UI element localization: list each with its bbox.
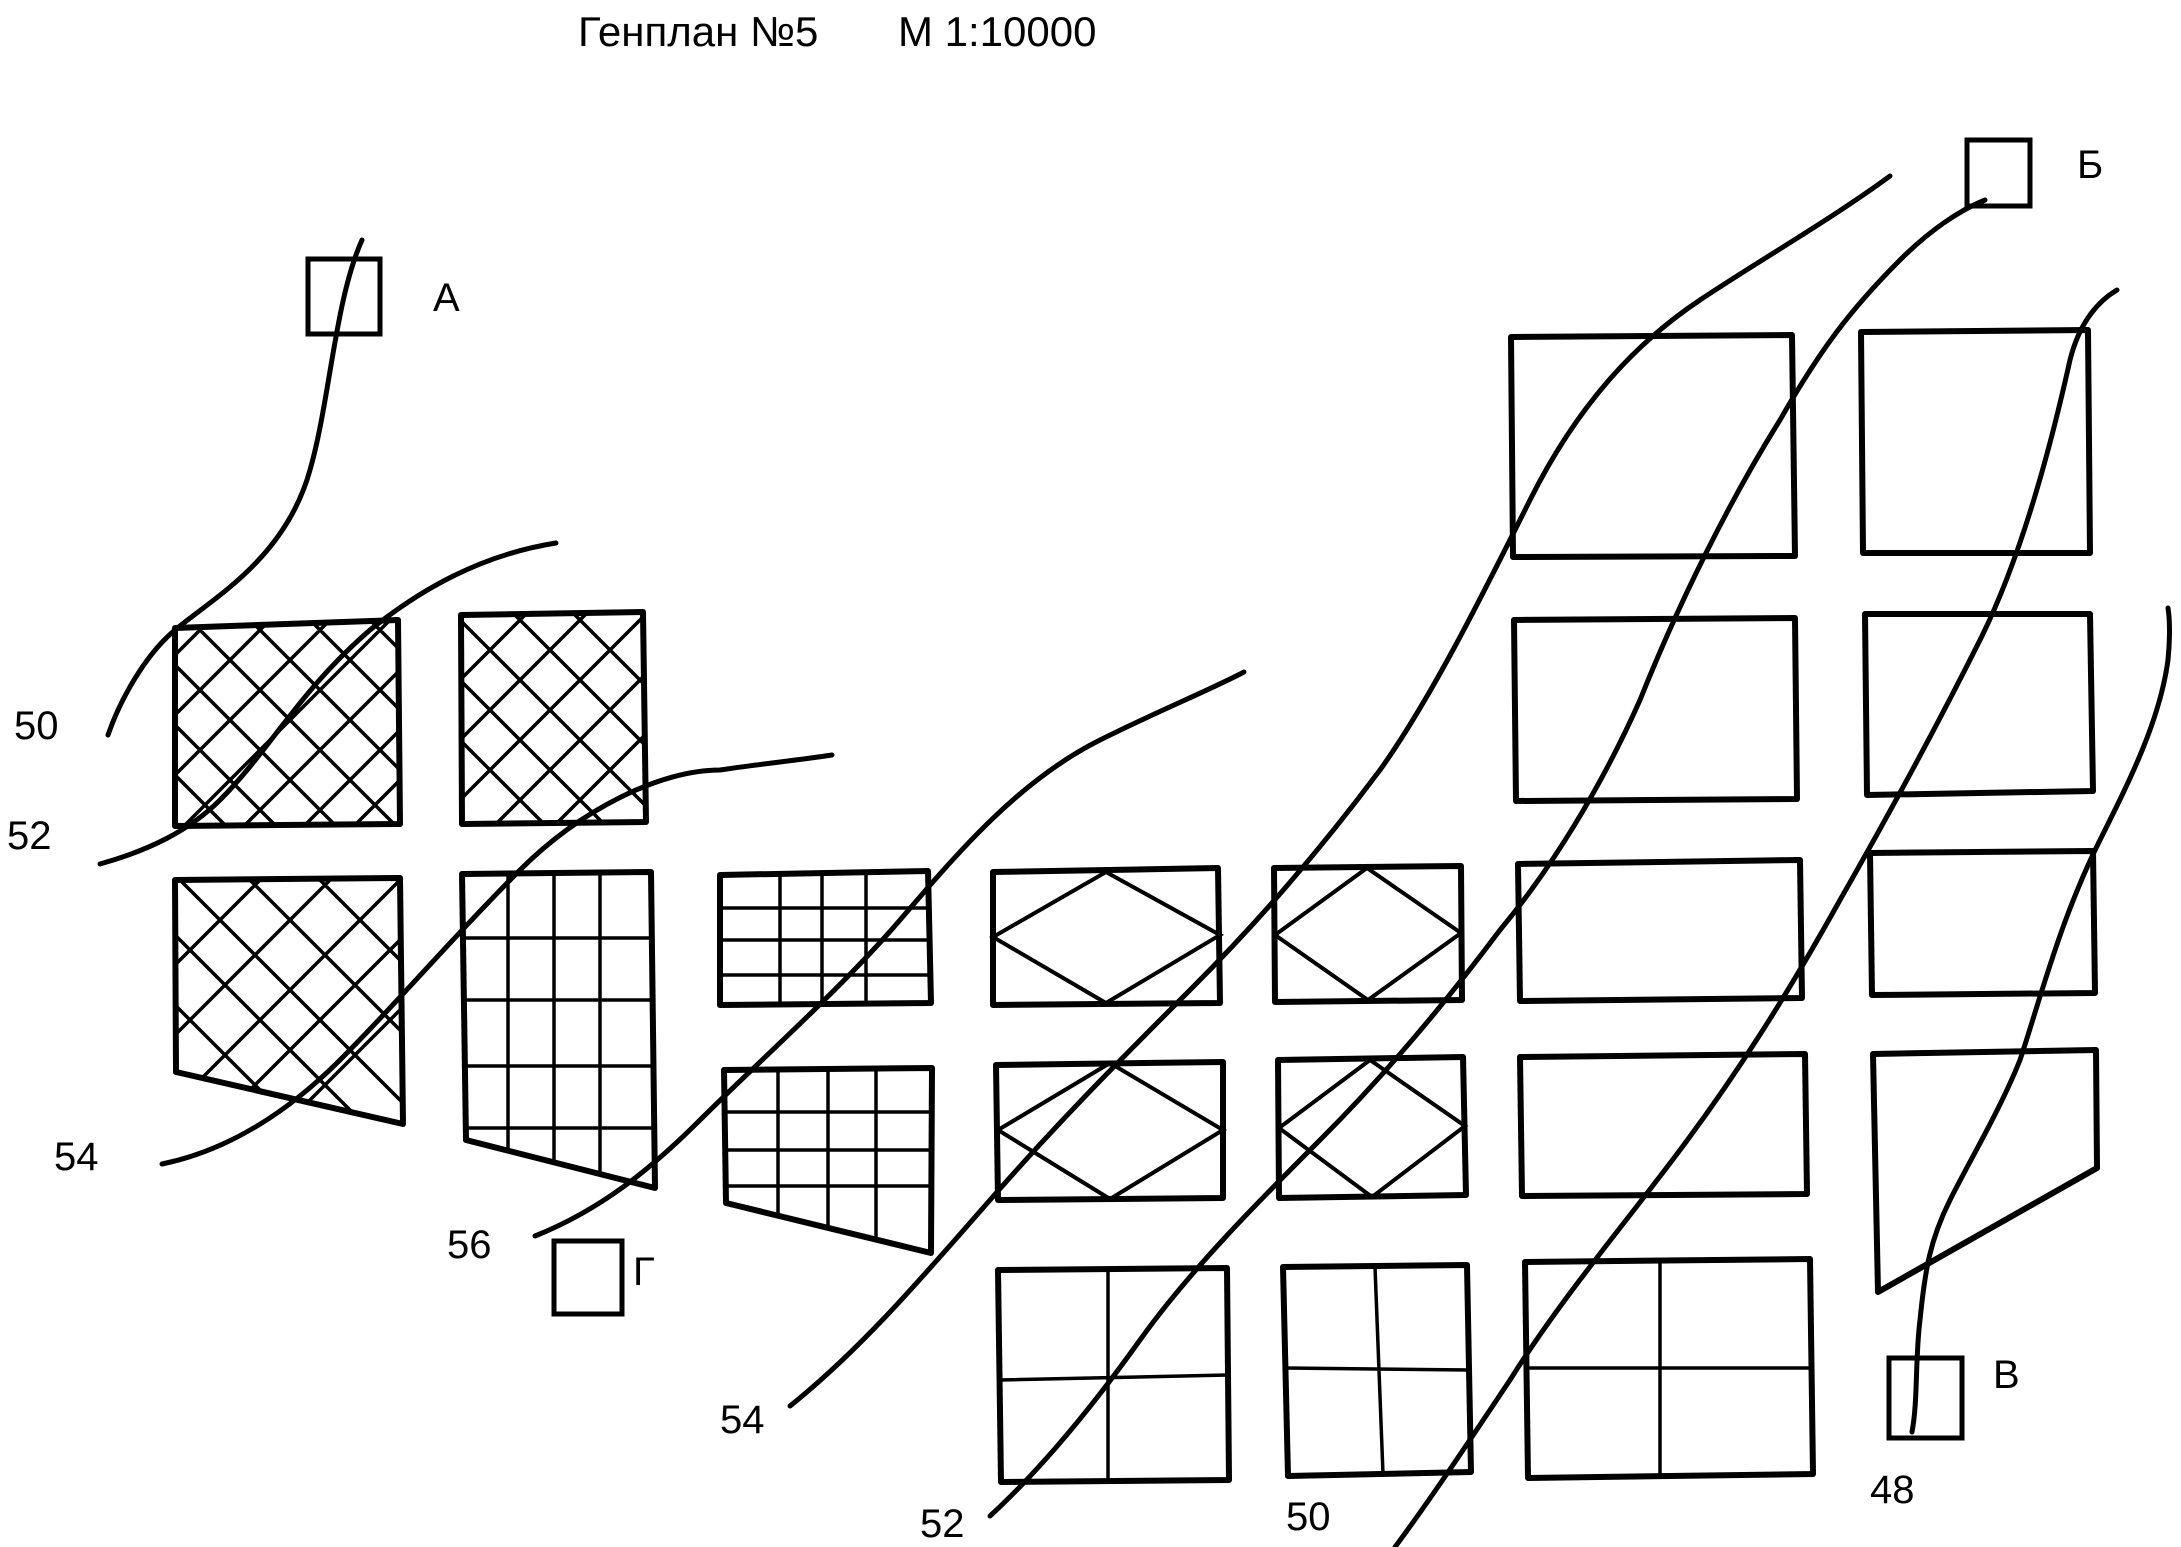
block-diamond-4 (1275, 1054, 1469, 1201)
block-empty-2 (1858, 327, 2093, 556)
contour-line-54-bottom (787, 173, 1893, 1409)
contour-line-50-bottom (1392, 287, 2120, 1547)
contour-label-54-left: 54 (54, 1135, 99, 1179)
contour-label-50-left: 50 (14, 704, 59, 748)
contour-line-56 (532, 669, 1247, 1239)
block-empty-7 (1517, 1051, 1810, 1199)
block-grid-1 (459, 869, 658, 1191)
point-marker-v: В (1886, 1353, 2020, 1441)
contour-label-50-bottom: 50 (1286, 1495, 1331, 1539)
point-label-g: Г (633, 1250, 655, 1294)
point-label-a: А (433, 276, 460, 320)
contour-label-52-left: 52 (7, 814, 52, 858)
contour-line-50-left (105, 237, 365, 738)
point-marker-b: Б (1964, 137, 2103, 209)
block-diamond-2 (1271, 863, 1465, 1005)
contour-label-48: 48 (1870, 1468, 1915, 1512)
block-quadrant-3 (1522, 1256, 1816, 1481)
block-empty-3 (1511, 615, 1800, 804)
contour-line-48 (1909, 605, 2172, 1435)
plan-scale: М 1:10000 (898, 8, 1096, 55)
point-marker-a: А (305, 256, 460, 337)
block-quadrant-2 (1280, 1262, 1474, 1479)
contour-line-52-left (97, 540, 559, 867)
block-grid-2 (717, 868, 934, 1008)
contour-line-54-left (159, 752, 835, 1167)
contour-label-56: 56 (447, 1223, 492, 1267)
block-diamond-3 (993, 1059, 1227, 1203)
block-crosshatch-3 (172, 875, 406, 1127)
contour-label-54-bottom: 54 (720, 1398, 765, 1442)
block-empty-8 (1870, 1047, 2100, 1295)
block-empty-4 (1862, 611, 2096, 798)
block-empty-6 (1867, 848, 2098, 998)
contour-label-52-bottom: 52 (920, 1502, 965, 1546)
plan-title: Генплан №5 (578, 8, 818, 55)
point-label-v: В (1993, 1353, 2020, 1397)
block-diamond-1 (989, 865, 1225, 1008)
point-label-b: Б (2077, 143, 2103, 187)
block-empty-1 (1508, 332, 1798, 560)
block-grid-3 (721, 1065, 935, 1256)
block-crosshatch-2 (458, 609, 649, 827)
block-empty-5 (1515, 857, 1805, 1004)
contour-line-52-bottom (987, 197, 1988, 1519)
block-crosshatch-1 (172, 617, 403, 829)
point-marker-g: Г (551, 1238, 655, 1317)
